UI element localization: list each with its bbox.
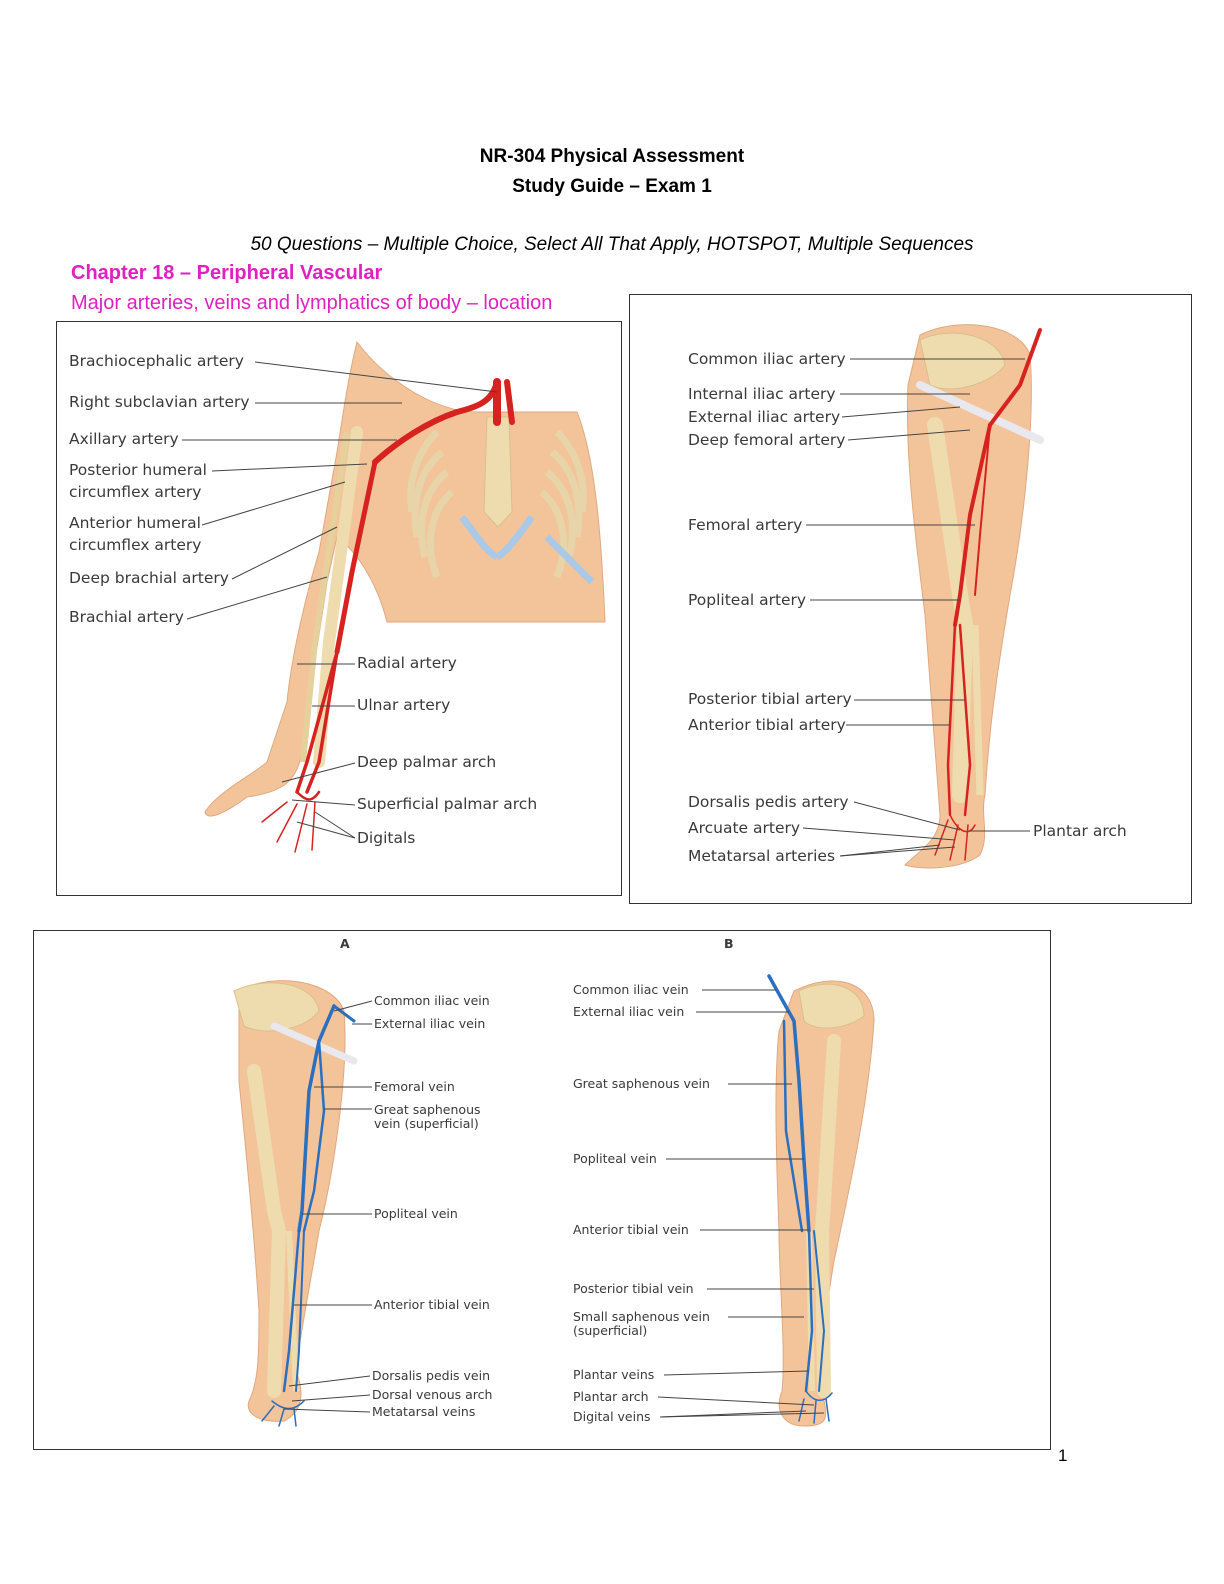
- page-number: 1: [1058, 1446, 1068, 1465]
- arm-illustration: [182, 340, 606, 853]
- b-great-saphenous-vein: Great saphenous vein: [573, 1076, 710, 1091]
- label-arcuate-artery: Arcuate artery: [688, 819, 801, 837]
- label-superficial-palmar-arch: Superficial palmar arch: [357, 795, 538, 813]
- panel-label-a: A: [340, 936, 350, 951]
- label-popliteal-artery: Popliteal artery: [688, 591, 807, 609]
- label-plantar-arch: Plantar arch: [1033, 822, 1127, 840]
- label-internal-iliac-artery: Internal iliac artery: [688, 385, 836, 403]
- a-great-saphenous: Great saphenous: [374, 1102, 481, 1117]
- a-great-saphenous-2: vein (superficial): [374, 1116, 479, 1131]
- label-external-iliac-artery: External iliac artery: [688, 408, 841, 426]
- a-external-iliac-vein: External iliac vein: [374, 1016, 486, 1031]
- b-digital-veins: Digital veins: [573, 1409, 651, 1424]
- label-brachiocephalic-artery: Brachiocephalic artery: [69, 352, 244, 370]
- a-dorsalis-pedis-vein: Dorsalis pedis vein: [372, 1368, 491, 1383]
- leg-artery-figure: Common iliac artery Internal iliac arter…: [629, 294, 1192, 904]
- b-small-saphenous-vein: Small saphenous vein: [573, 1309, 710, 1324]
- label-axillary-artery: Axillary artery: [69, 430, 179, 448]
- arm-artery-figure: Brachiocephalic artery Right subclavian …: [56, 321, 622, 896]
- a-femoral-vein: Femoral vein: [374, 1079, 455, 1094]
- label-digitals: Digitals: [357, 829, 416, 847]
- leg-vein-figure: A B Common iliac vein External iliac vei…: [33, 930, 1051, 1450]
- a-popliteal-vein: Popliteal vein: [374, 1206, 458, 1221]
- b-external-iliac-vein: External iliac vein: [573, 1004, 685, 1019]
- chapter-topic: Major arteries, veins and lymphatics of …: [71, 292, 553, 314]
- label-posterior-humeral-2: circumflex artery: [69, 483, 202, 501]
- label-common-iliac-artery: Common iliac artery: [688, 350, 846, 368]
- leg-vein-illustration: [233, 974, 875, 1427]
- chapter-heading: Chapter 18 – Peripheral Vascular: [71, 262, 383, 284]
- label-dorsalis-pedis-artery: Dorsalis pedis artery: [688, 793, 849, 811]
- a-dorsal-venous-arch: Dorsal venous arch: [372, 1387, 493, 1402]
- leg-artery-illustration: [802, 324, 1044, 869]
- label-deep-femoral-artery: Deep femoral artery: [688, 431, 846, 449]
- panel-label-b: B: [724, 936, 734, 951]
- a-metatarsal-veins: Metatarsal veins: [372, 1404, 476, 1419]
- label-posterior-tibial-artery: Posterior tibial artery: [688, 690, 852, 708]
- b-small-saphenous-vein-2: (superficial): [573, 1323, 648, 1338]
- b-popliteal-vein: Popliteal vein: [573, 1151, 657, 1166]
- label-radial-artery: Radial artery: [357, 654, 457, 672]
- label-right-subclavian-artery: Right subclavian artery: [69, 393, 250, 411]
- b-common-iliac-vein: Common iliac vein: [573, 982, 689, 997]
- guide-title: Study Guide – Exam 1: [512, 176, 712, 197]
- a-common-iliac-vein: Common iliac vein: [374, 993, 490, 1008]
- label-anterior-humeral-2: circumflex artery: [69, 536, 202, 554]
- a-anterior-tibial-vein: Anterior tibial vein: [374, 1297, 490, 1312]
- b-plantar-veins: Plantar veins: [573, 1367, 655, 1382]
- b-posterior-tibial-vein: Posterior tibial vein: [573, 1281, 694, 1296]
- label-anterior-humeral: Anterior humeral: [69, 514, 201, 532]
- course-title: NR-304 Physical Assessment: [479, 146, 745, 167]
- label-brachial-artery: Brachial artery: [69, 608, 184, 626]
- b-plantar-arch: Plantar arch: [573, 1389, 649, 1404]
- b-anterior-tibial-vein: Anterior tibial vein: [573, 1222, 689, 1237]
- label-metatarsal-arteries: Metatarsal arteries: [688, 847, 836, 865]
- label-anterior-tibial-artery: Anterior tibial artery: [688, 716, 846, 734]
- label-posterior-humeral: Posterior humeral: [69, 461, 207, 479]
- question-summary: 50 Questions – Multiple Choice, Select A…: [250, 234, 974, 255]
- label-ulnar-artery: Ulnar artery: [357, 696, 451, 714]
- label-deep-brachial-artery: Deep brachial artery: [69, 569, 229, 587]
- label-femoral-artery: Femoral artery: [688, 516, 803, 534]
- label-deep-palmar-arch: Deep palmar arch: [357, 753, 497, 771]
